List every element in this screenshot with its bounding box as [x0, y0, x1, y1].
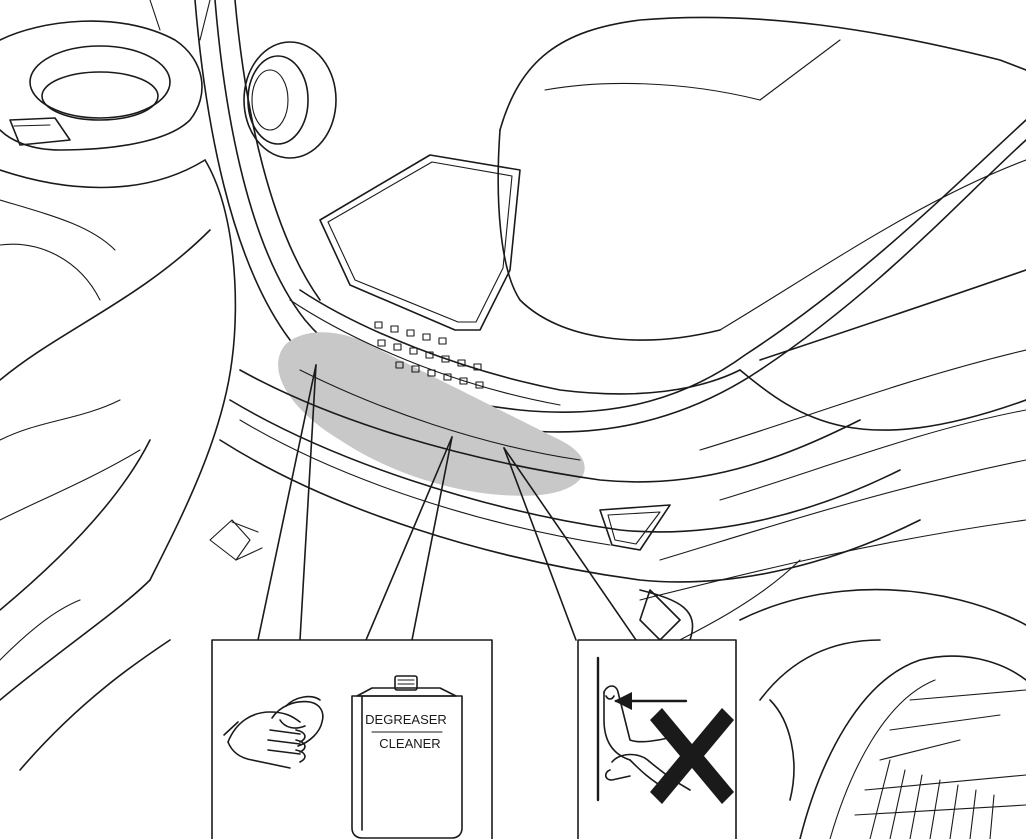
bottle-label-line1: DEGREASER	[365, 712, 447, 727]
body-panel	[600, 270, 1026, 650]
seat	[498, 17, 1026, 340]
sill-highlight	[278, 332, 585, 496]
speaker	[244, 42, 336, 158]
bottle-label-line2: CLEANER	[379, 736, 440, 751]
floor-mat	[320, 155, 520, 330]
tire	[740, 590, 1026, 839]
